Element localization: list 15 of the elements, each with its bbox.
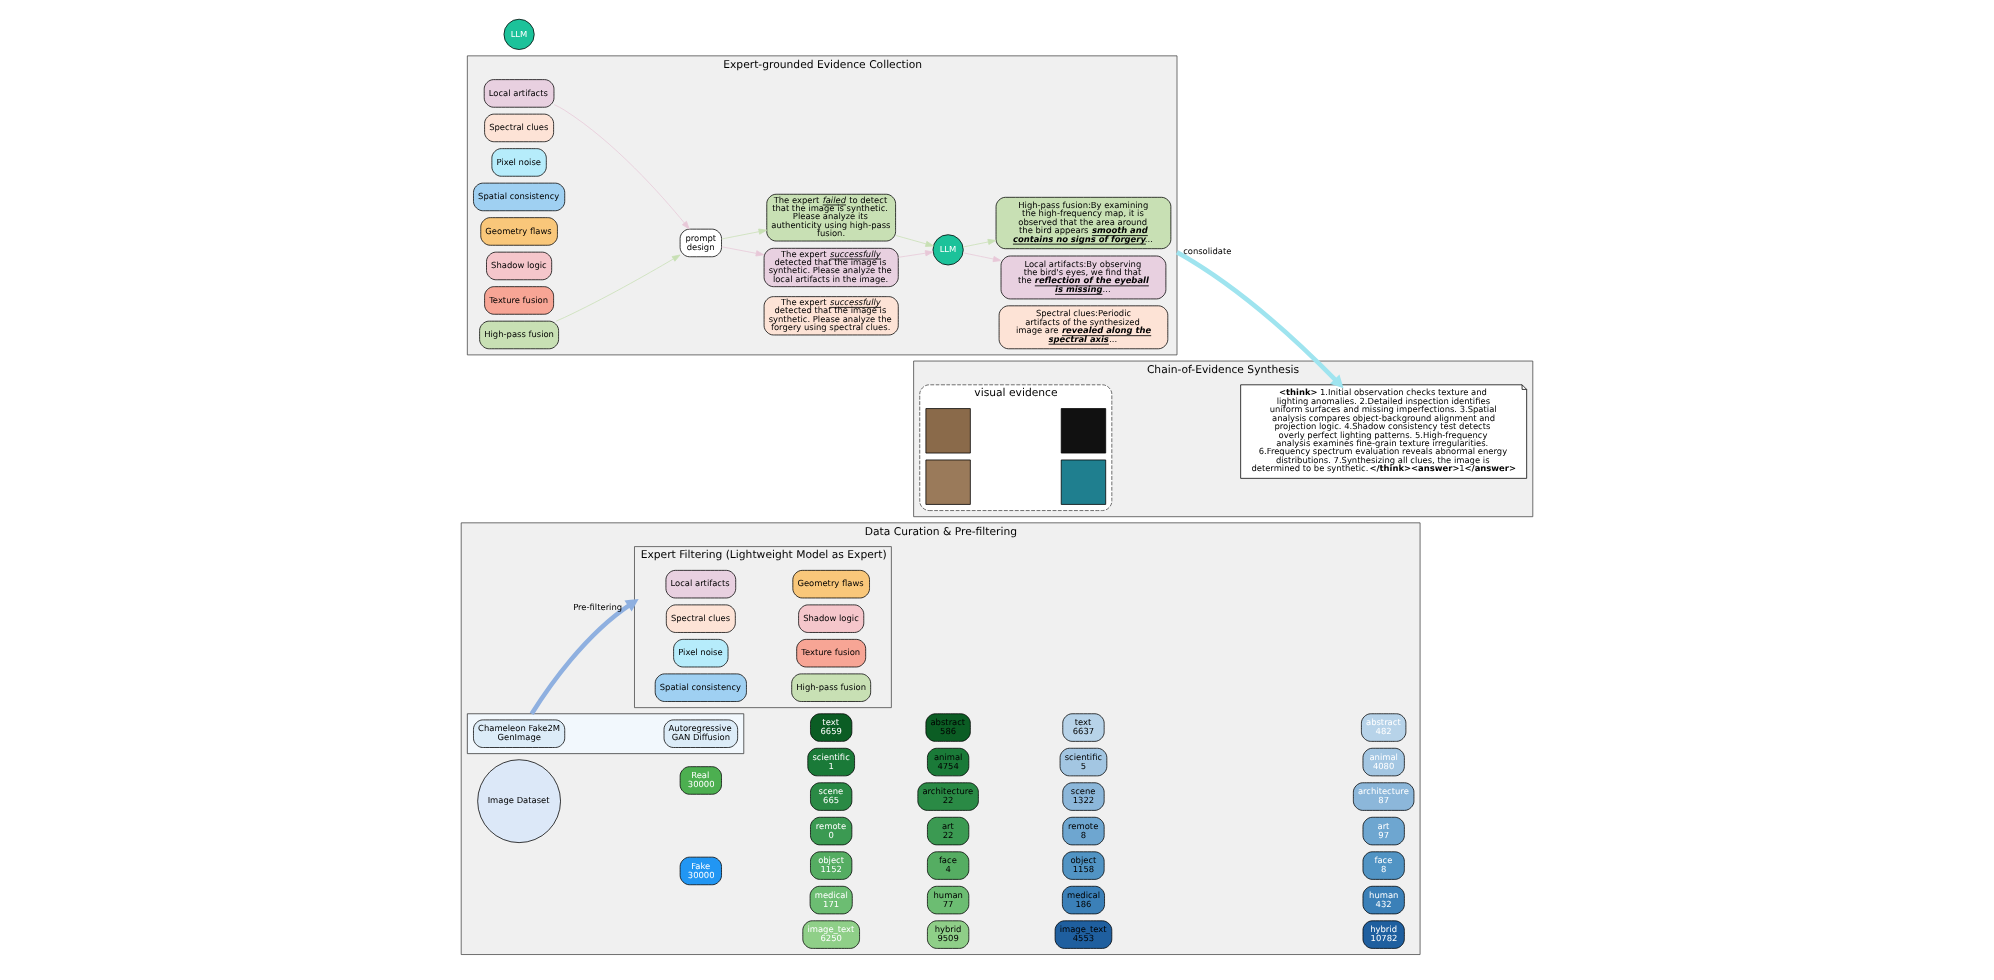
node-box: [1060, 459, 1107, 505]
cluster: [466, 713, 745, 755]
node-box: [1060, 408, 1107, 454]
node-box: [925, 408, 971, 454]
arrow: [1175, 250, 1344, 389]
arrow: [898, 250, 934, 258]
arrow: [721, 228, 768, 240]
node-box: [925, 459, 971, 505]
arrow: [721, 246, 765, 257]
arrow: [555, 254, 681, 322]
arrow: [962, 252, 1002, 263]
arrow: [962, 238, 997, 248]
arrow: [895, 235, 934, 247]
arrow: [529, 599, 639, 715]
arrow: [553, 104, 690, 230]
